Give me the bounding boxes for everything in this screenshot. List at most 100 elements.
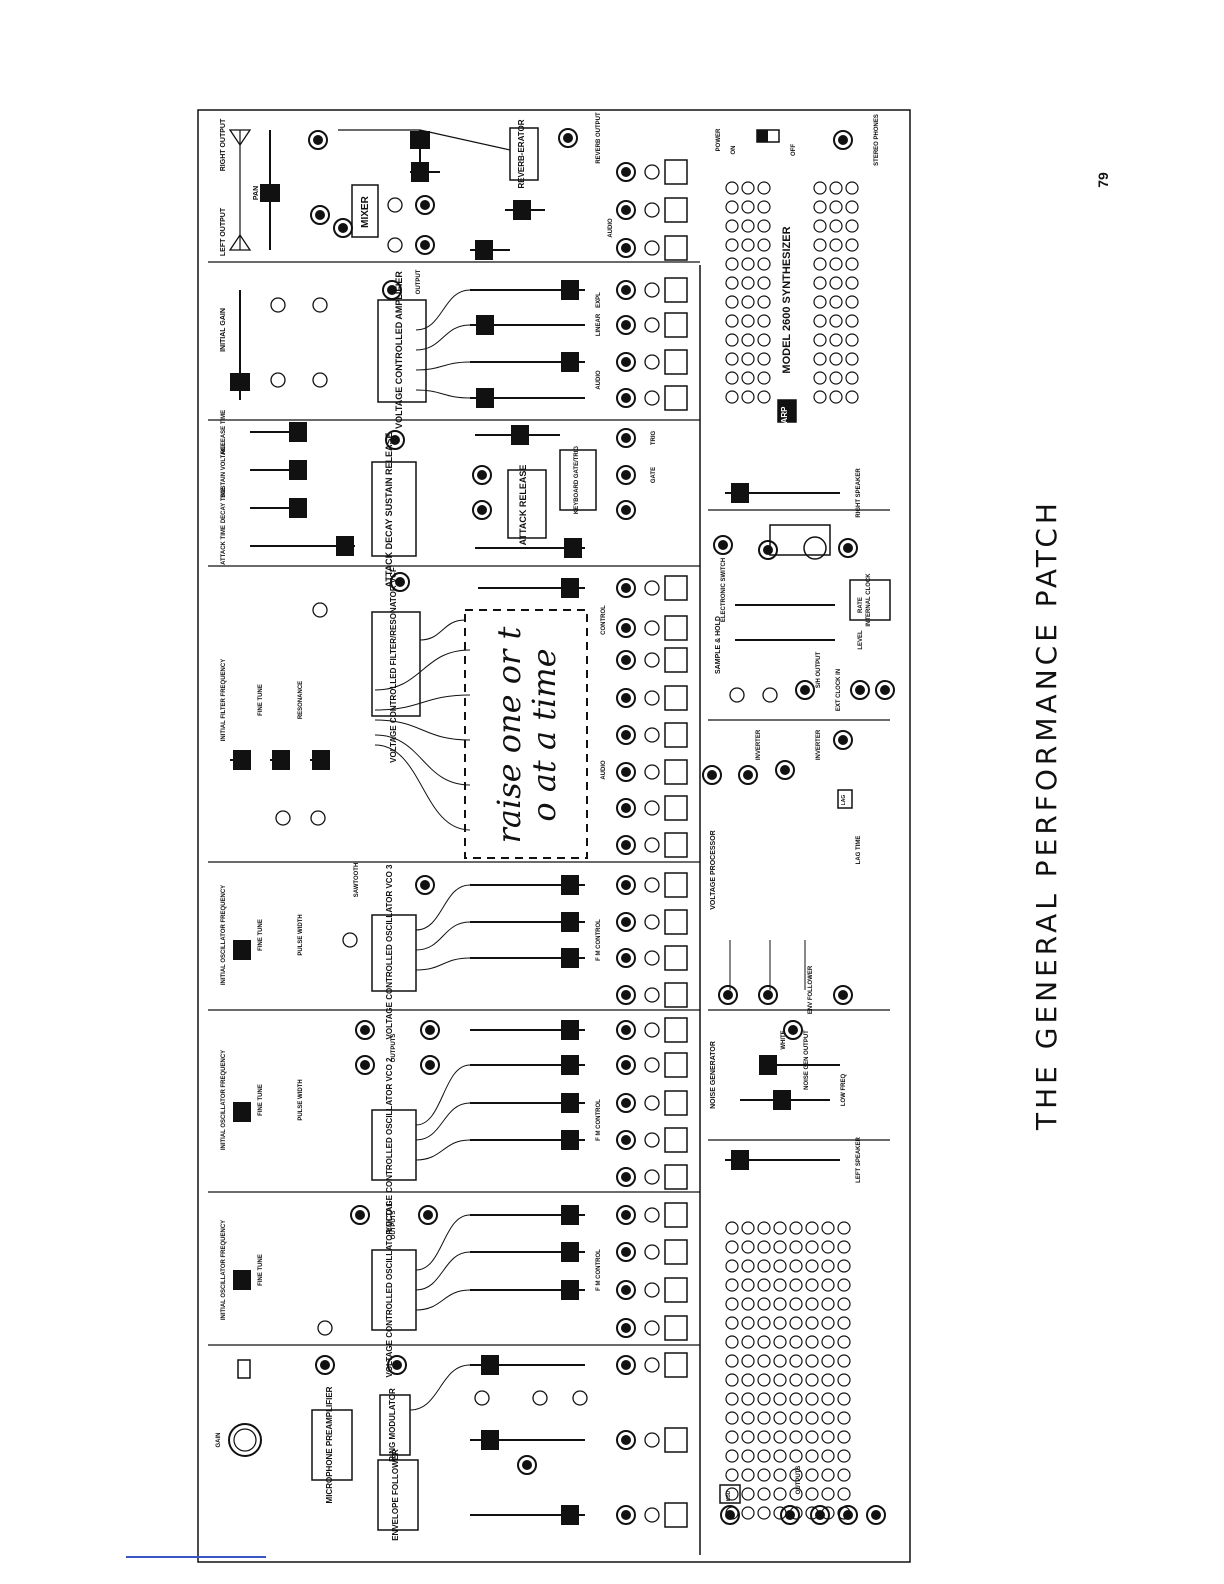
right-speaker-grille-a-hole — [741, 390, 755, 404]
vcf-input-jack-7-center — [621, 840, 631, 850]
label-sh-rate: RATE — [858, 597, 864, 613]
vco2-input-knob-4 — [644, 1169, 660, 1185]
left-speaker-grille-hole — [789, 1278, 803, 1292]
sh-output-jack — [795, 680, 815, 700]
label-off: OFF — [791, 144, 797, 156]
label-vco3-fm-control: F M CONTROL — [596, 919, 602, 961]
mixer-jack-b — [415, 235, 435, 255]
vco2-input-jack-2 — [616, 1093, 636, 1113]
left-input-jack-1-center — [621, 1435, 631, 1445]
vco2-input-box-4 — [664, 1164, 688, 1190]
env-follower-jack — [833, 985, 853, 1005]
vcf-input-box-5 — [664, 759, 688, 785]
vco1-input-box-2 — [664, 1277, 688, 1303]
vca-knob-a — [270, 297, 286, 313]
label-right-output: RIGHT OUTPUT — [220, 118, 227, 171]
left-speaker-grille-hole — [757, 1259, 771, 1273]
right-speaker-grille-a-hole — [741, 238, 755, 252]
label-vcf-resonance: RESONANCE — [298, 681, 304, 719]
mic-output-jack — [315, 1355, 335, 1375]
label-lag-time: LAG TIME — [856, 836, 862, 865]
label-right-speaker: RIGHT SPEAKER — [856, 468, 862, 518]
right-speaker-grille-a-hole — [725, 276, 739, 290]
vco1-input-jack-3-center — [621, 1323, 631, 1333]
vco3-input-jack-0 — [616, 875, 636, 895]
right-speaker-grille-b-hole — [829, 314, 843, 328]
left-speaker-grille-hole — [725, 1373, 739, 1387]
env-slider-cap — [561, 1505, 579, 1525]
right-speaker-grille-b-hole — [845, 276, 859, 290]
vco2-input-jack-1-center — [621, 1060, 631, 1070]
label-on: ON — [731, 146, 737, 155]
kbd-output-jack-c-center — [815, 1510, 825, 1520]
left-speaker-grille-hole — [789, 1297, 803, 1311]
left-speaker-grille-hole — [725, 1278, 739, 1292]
right-speaker-grille-a-hole — [741, 181, 755, 195]
ar-release-slider-cap — [511, 425, 529, 445]
left-speaker-grille-hole — [789, 1316, 803, 1330]
mixer-jack-a — [415, 195, 435, 215]
label-voltage-processor: VOLTAGE PROCESSOR — [710, 830, 717, 909]
vca-input-jack-1 — [616, 315, 636, 335]
right-speaker-grille-a-hole — [741, 200, 755, 214]
left-speaker-grille-hole — [773, 1221, 787, 1235]
vco3-input-jack-2 — [616, 948, 636, 968]
vco1-input-knob-3 — [644, 1320, 660, 1336]
left-speaker-grille-hole — [837, 1373, 851, 1387]
ar-gate-input-jack — [616, 500, 636, 520]
vca-input-knob-2 — [644, 354, 660, 370]
adsr-sustain-slider-cap — [289, 460, 307, 480]
label-vco2-fine-tune: FINE TUNE — [258, 1084, 264, 1116]
left-speaker-grille-hole — [725, 1354, 739, 1368]
vcf-input-knob-4 — [644, 727, 660, 743]
right-speaker-grille-a-hole — [725, 238, 739, 252]
left-speaker-grille-hole — [821, 1411, 835, 1425]
reverb-input-jack-center — [313, 135, 323, 145]
left-speaker-grille-hole — [805, 1240, 819, 1254]
right-speaker-grille-b-hole — [829, 371, 843, 385]
vca-input-jack-0-center — [621, 285, 631, 295]
vco2-freq-slider-cap — [233, 1102, 251, 1122]
left-speaker-grille-hole — [837, 1449, 851, 1463]
left-speaker-grille-hole — [725, 1392, 739, 1406]
left-speaker-grille-hole — [773, 1392, 787, 1406]
left-speaker-grille-hole — [757, 1449, 771, 1463]
label-model: MODEL 2600 SYNTHESIZER — [781, 226, 793, 373]
right-speaker-grille-b-hole — [829, 200, 843, 214]
right-speaker-grille-a-hole — [741, 276, 755, 290]
vca-input-knob-0 — [644, 282, 660, 298]
left-speaker-grille-hole — [837, 1468, 851, 1482]
vcf-input-jack-2-center — [621, 655, 631, 665]
vcf-input-knob-0 — [644, 580, 660, 596]
left-speaker-grille-hole — [741, 1316, 755, 1330]
left-speaker-grille-hole — [725, 1430, 739, 1444]
left-speaker-grille-hole — [741, 1430, 755, 1444]
vp-jack-b — [738, 765, 758, 785]
label-ring-mod: RING MODULATOR — [388, 1388, 397, 1462]
vco3-pulse-jack — [415, 875, 435, 895]
ring-mod-output-jack — [387, 1355, 407, 1375]
right-speaker-grille-a-hole — [725, 219, 739, 233]
left-speaker-grille-hole — [789, 1392, 803, 1406]
footnote-rule — [126, 1556, 266, 1558]
reverb-input-jack — [308, 130, 328, 150]
label-vcf-control: CONTROL — [601, 605, 607, 635]
label-vco1-fm-control: F M CONTROL — [596, 1249, 602, 1291]
left-speaker-grille-hole — [789, 1354, 803, 1368]
cord-vca-4 — [415, 389, 471, 399]
vca-slider-1-cap — [561, 280, 579, 300]
vco3-input-jack-3 — [616, 985, 636, 1005]
vca-output-jack — [382, 280, 402, 300]
vcf-input-jack-0-center — [621, 583, 631, 593]
vcf-input-box-6 — [664, 795, 688, 821]
sh-extra-jack — [875, 680, 895, 700]
right-speaker-grille-b-hole — [813, 181, 827, 195]
mic-range-switch — [237, 1359, 251, 1379]
left-speaker-grille-hole — [837, 1297, 851, 1311]
sh-knob-b — [762, 687, 778, 703]
vp-jack-d-center — [838, 735, 848, 745]
left-speaker-grille-hole — [821, 1335, 835, 1349]
ring-slider-b-cap — [481, 1430, 499, 1450]
left-speaker-grille-hole — [821, 1297, 835, 1311]
right-speaker-grille-a-hole — [725, 257, 739, 271]
